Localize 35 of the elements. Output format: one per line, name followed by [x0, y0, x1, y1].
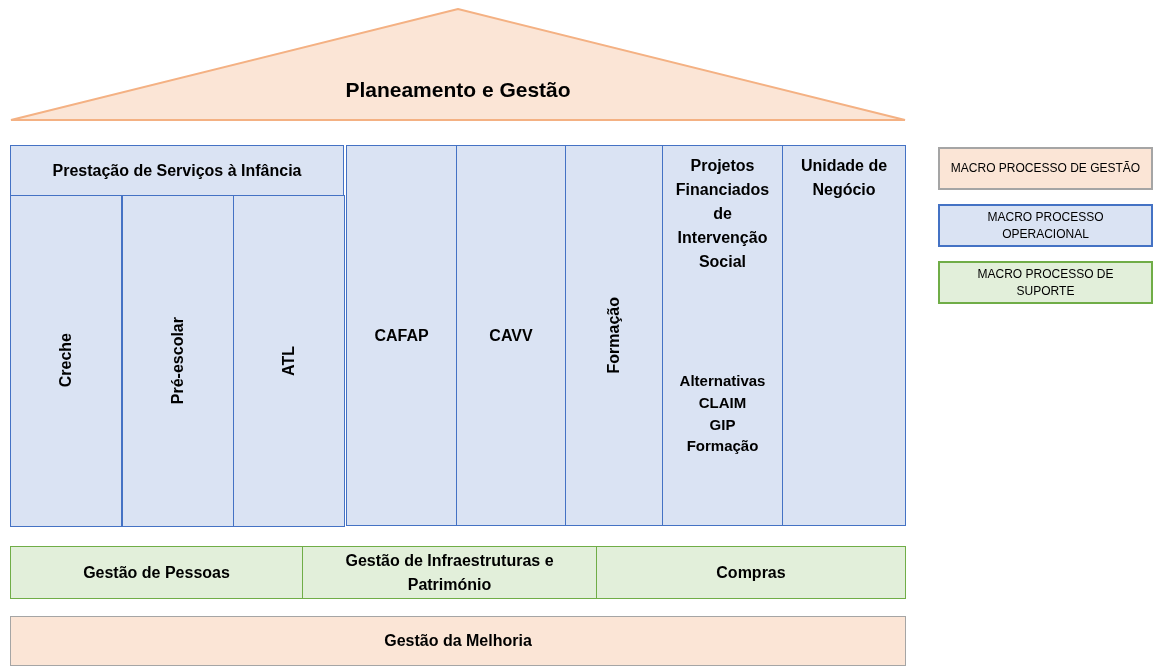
- process-label: Gestão de Infraestruturas e Património: [344, 550, 555, 595]
- process-box: [456, 145, 566, 526]
- process-box: [782, 145, 906, 526]
- process-box: [565, 145, 663, 526]
- process-label: Pré-escolar: [167, 316, 187, 405]
- process-box: [121, 194, 234, 527]
- process-label: Projetos Financiados de Intervenção Social: [674, 156, 771, 272]
- roof-title: Planeamento e Gestão: [344, 78, 572, 102]
- legend-entry: MACRO PROCESSO OPERACIONAL: [938, 204, 1153, 247]
- process-label: Compras: [716, 562, 786, 583]
- process-label: Creche: [55, 333, 75, 388]
- process-label: CAVV: [489, 325, 533, 346]
- process-box: [302, 546, 597, 599]
- legend-entry: MACRO PROCESSO DE GESTÃO: [938, 147, 1153, 190]
- process-label: Formação: [604, 297, 623, 374]
- legend-entry: MACRO PROCESSO DE SUPORTE: [938, 261, 1153, 304]
- process-box: [232, 194, 345, 527]
- process-box: [662, 145, 783, 526]
- sub-item-label: Alternativas: [679, 371, 766, 391]
- process-box: [596, 546, 906, 599]
- process-label: Gestão de Pessoas: [83, 562, 230, 583]
- roof-triangle: [10, 8, 906, 121]
- process-label: ATL: [278, 345, 298, 376]
- sub-item-label: Formação: [686, 436, 759, 457]
- process-label: Unidade de Negócio: [799, 156, 889, 200]
- process-label: Gestão da Melhoria: [384, 631, 532, 651]
- group-heading: Prestação de Serviços à Infância: [52, 160, 302, 181]
- process-box: [346, 145, 457, 526]
- process-group-box: [10, 145, 344, 526]
- sub-item-label: CLAIM: [698, 392, 747, 413]
- sub-item-label: GIP: [709, 414, 736, 435]
- process-label: CAFAP: [374, 325, 429, 346]
- process-box: [10, 616, 906, 666]
- process-box: [10, 546, 303, 599]
- process-box: [9, 194, 122, 527]
